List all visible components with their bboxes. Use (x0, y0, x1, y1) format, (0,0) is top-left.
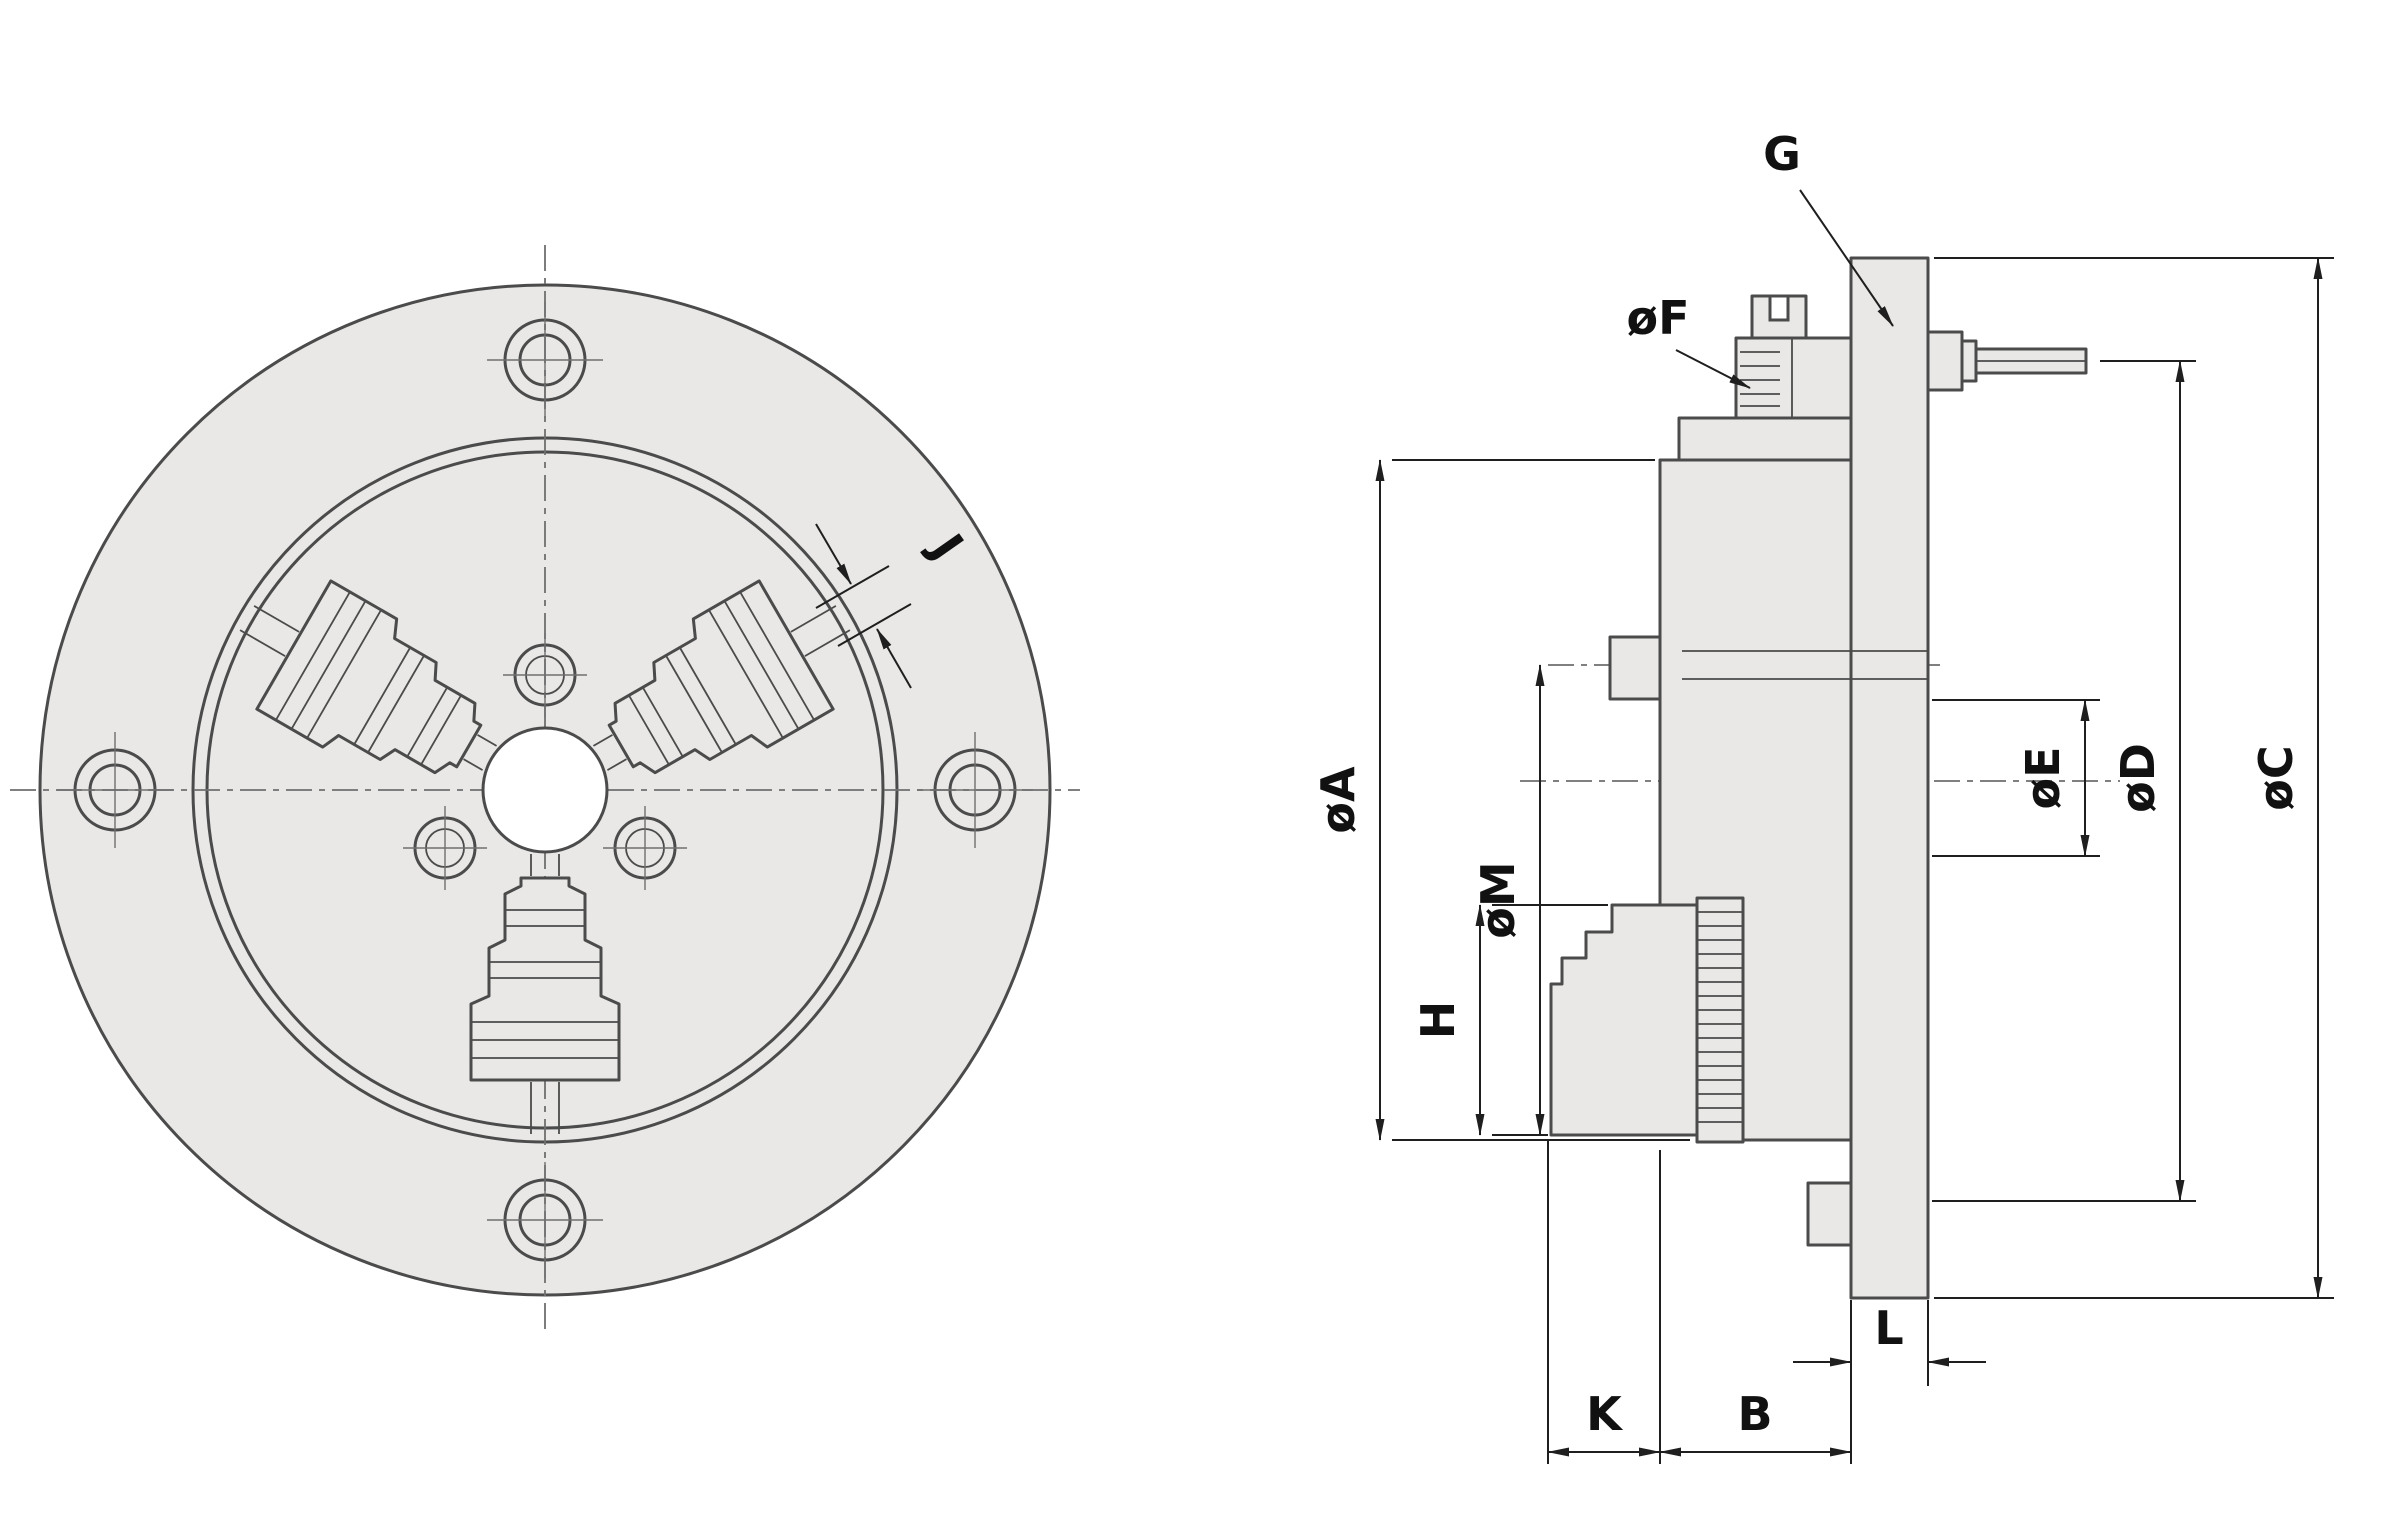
dimension-l: L (1793, 1300, 1986, 1386)
bolt-hole-right (917, 732, 1033, 848)
top-jaw-serrations (1740, 338, 1793, 418)
dimension-f: øF (1626, 291, 1751, 389)
c-extension-lines (1934, 257, 2334, 1299)
front-view: J (10, 245, 1080, 1335)
bolt-collar (1960, 339, 1978, 383)
dimension-h: H (1411, 904, 1608, 1136)
dimension-m: øM (1471, 664, 1545, 1136)
jaw-rack-strip (1695, 896, 1745, 1144)
pilot-hole-lower-right (603, 806, 687, 890)
label-dia-e: øE (2016, 746, 2070, 809)
kb-extension-lines (1547, 1140, 1852, 1464)
rack-teeth (1697, 911, 1743, 1123)
bolt-hole-bottom (487, 1162, 603, 1278)
bolt-hole-left (57, 732, 173, 848)
dimension-e: øE (1932, 699, 2100, 857)
label-h: H (1411, 1001, 1465, 1040)
backplate-bottom-step (1806, 1181, 1853, 1247)
label-b: B (1737, 1387, 1772, 1441)
h-extension-lines (1492, 904, 1608, 1136)
center-bore-hole (481, 726, 609, 854)
label-dia-d: øD (2111, 743, 2165, 813)
pilot-hole-top (503, 633, 587, 717)
dimension-d: øD (1932, 360, 2196, 1202)
top-guide-band (1677, 416, 1853, 462)
dimension-c: øC (1934, 257, 2334, 1299)
lower-jaw (1549, 903, 1699, 1137)
jaw-upper-left (239, 579, 498, 775)
backplate (1849, 256, 1930, 1300)
cross-hole-lines (1682, 650, 1928, 680)
label-dia-a: øA (1311, 766, 1365, 834)
pilot-holes (403, 633, 687, 890)
a-extension-lines (1392, 459, 1690, 1141)
g-leader-line (1799, 189, 1894, 327)
jaw-upper-right (592, 579, 851, 775)
jaw-stud-slot (1768, 294, 1790, 322)
pilot-hole-lower-left (403, 806, 487, 890)
dimension-g: G (1763, 127, 1894, 327)
flange-bolt-holes (57, 302, 1033, 1278)
dimension-k-b: K B (1547, 1140, 1852, 1464)
f-leader-line (1675, 349, 1751, 389)
jaw-down (469, 854, 621, 1134)
jaw-set (239, 579, 851, 1134)
bolt-hole-top (487, 302, 603, 418)
label-l: L (1874, 1301, 1903, 1355)
side-view: G øF øA øM H øE (1311, 127, 2334, 1464)
front-boss-block (1608, 635, 1662, 701)
j-arrow-lower (876, 628, 912, 689)
dimension-a: øA (1311, 459, 1690, 1141)
e-extension-lines (1932, 699, 2100, 857)
label-k: K (1586, 1387, 1624, 1441)
label-dia-c: øC (2249, 745, 2303, 810)
bolt-head (1926, 330, 1964, 392)
j-arrow-upper (815, 523, 852, 585)
label-g: G (1763, 127, 1801, 181)
label-dia-f: øF (1626, 291, 1689, 345)
j-extension-ticks (815, 565, 912, 647)
mounting-bolt (1926, 330, 2088, 392)
